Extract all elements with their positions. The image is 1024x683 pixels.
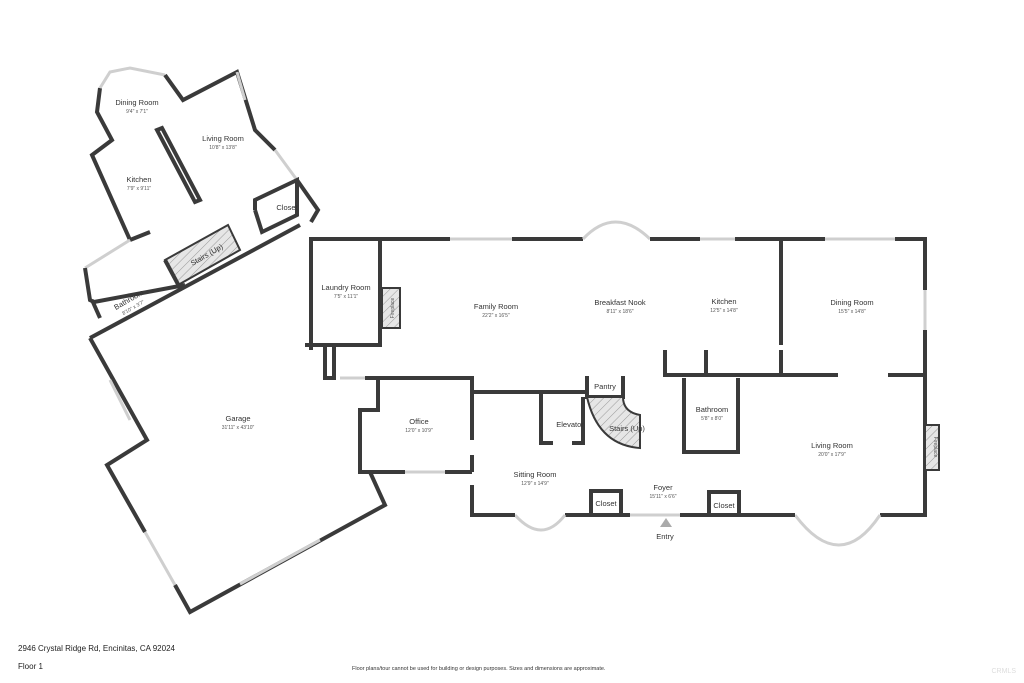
room-dimensions: 7'9" x 9'11": [127, 186, 151, 192]
room-name: Family Room: [474, 302, 518, 311]
fireplace-living: [924, 424, 940, 471]
room-dimensions: 12'5" x 14'8": [710, 308, 738, 314]
room-name: Closet: [713, 501, 735, 510]
room-name: Foyer: [653, 483, 673, 492]
main-house-walls: [305, 220, 940, 547]
room-name: Bathroom: [696, 405, 729, 414]
room-dimensions: Fireplace: [932, 437, 938, 458]
room-dimensions: 8'11" x 18'6": [606, 309, 633, 315]
room-dimensions: 22'2" x 16'5": [482, 313, 510, 319]
room-name: Laundry Room: [321, 283, 370, 292]
room-dimensions: 7'5" x 11'1": [334, 294, 358, 300]
room-name: Office: [409, 417, 428, 426]
room-name: Living Room: [811, 441, 853, 450]
room-name: Closet: [595, 499, 617, 508]
room-dimensions: 9'4" x 7'1": [126, 109, 148, 115]
room-labels: Dining Room 9'4" x 7'1" Living Room 10'8" …: [112, 98, 938, 541]
room-name: Dining Room: [115, 98, 158, 107]
room-name: Kitchen: [711, 297, 736, 306]
room-name: Living Room: [202, 134, 244, 143]
room-dimensions: 15'11" x 6'6": [649, 494, 676, 500]
room-name: Closet: [276, 203, 298, 212]
room-dimensions: 12'0" x 10'9": [405, 428, 433, 434]
room-name: Breakfast Nook: [594, 298, 646, 307]
room-name: Pantry: [594, 382, 616, 391]
disclaimer: Floor plans/tour cannot be used for buil…: [352, 666, 606, 672]
room-name: Kitchen: [126, 175, 151, 184]
fireplace-laundry: [381, 287, 401, 329]
room-name: Stairs (Up): [609, 424, 645, 433]
room-dimensions: 5'8" x 8'0": [701, 416, 723, 422]
property-address: 2946 Crystal Ridge Rd, Encinitas, CA 920…: [18, 644, 175, 653]
room-name: Sitting Room: [514, 470, 557, 479]
upper-unit-walls: [83, 66, 321, 319]
watermark-logo: CRMLS: [991, 668, 1016, 675]
room-dimensions: 15'5" x 14'8": [838, 309, 866, 315]
room-dimensions: 10'8" x 13'8": [209, 145, 237, 151]
entry-arrow-icon: [660, 518, 672, 527]
room-name: Elevator: [556, 420, 584, 429]
room-name: Dining Room: [830, 298, 873, 307]
room-dimensions: 20'0" x 17'9": [818, 452, 846, 458]
garage-walls: [88, 223, 388, 615]
room-dimensions: Fireplace: [390, 298, 396, 319]
room-name: Entry: [656, 532, 674, 541]
room-dimensions: 12'9" x 14'9": [521, 481, 549, 487]
room-name: Garage: [225, 414, 250, 423]
floor-label: Floor 1: [18, 662, 43, 671]
room-dimensions: 31'11" x 43'10": [222, 425, 255, 431]
